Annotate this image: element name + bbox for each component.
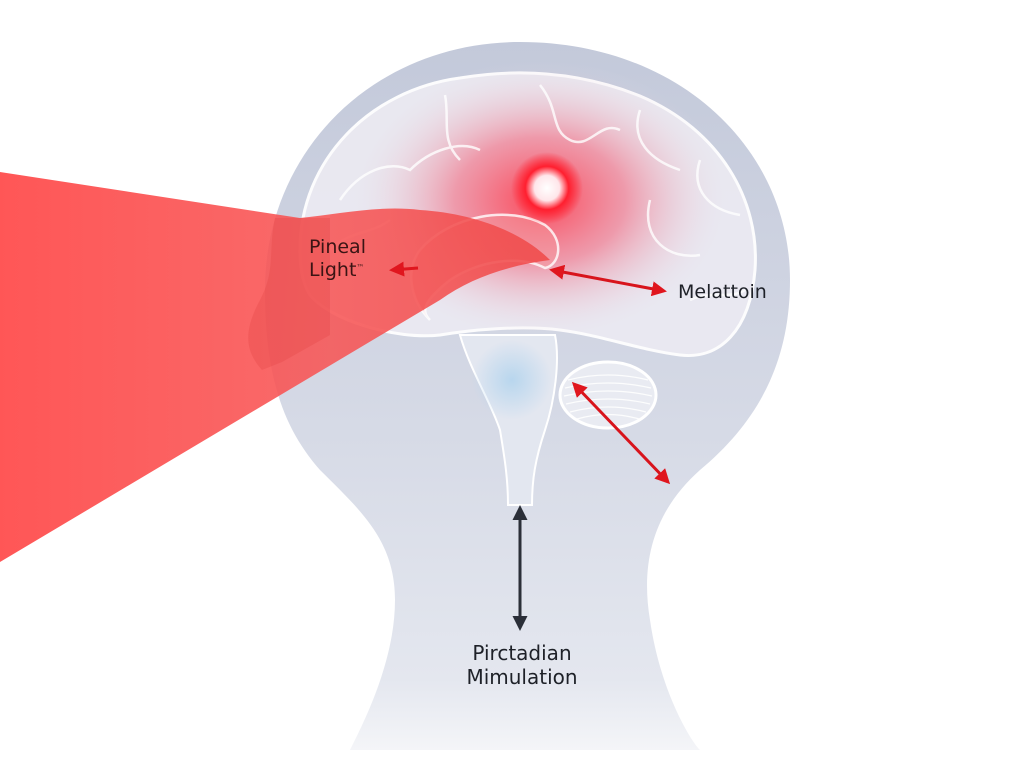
melatonin-label: Melattoin — [678, 281, 767, 303]
pineal-label-line1: Pineal — [309, 236, 366, 258]
trademark-mark: ™ — [356, 262, 365, 272]
face-profile — [248, 218, 330, 370]
pineal-label-line2: Light — [309, 258, 357, 281]
cerebellum-arrow — [571, 381, 671, 485]
circadian-label-line2: Mimulation — [466, 665, 578, 689]
pineal-glow — [511, 152, 583, 224]
circadian-label-line1: Pirctadian — [472, 641, 572, 665]
melatonin-arrow — [549, 264, 667, 297]
pineal-light-arrow — [389, 261, 419, 277]
circadian-stimulation-label: Pirctadian Mimulation — [442, 641, 602, 689]
pineal-light-label: Pineal Light™ — [309, 236, 366, 282]
